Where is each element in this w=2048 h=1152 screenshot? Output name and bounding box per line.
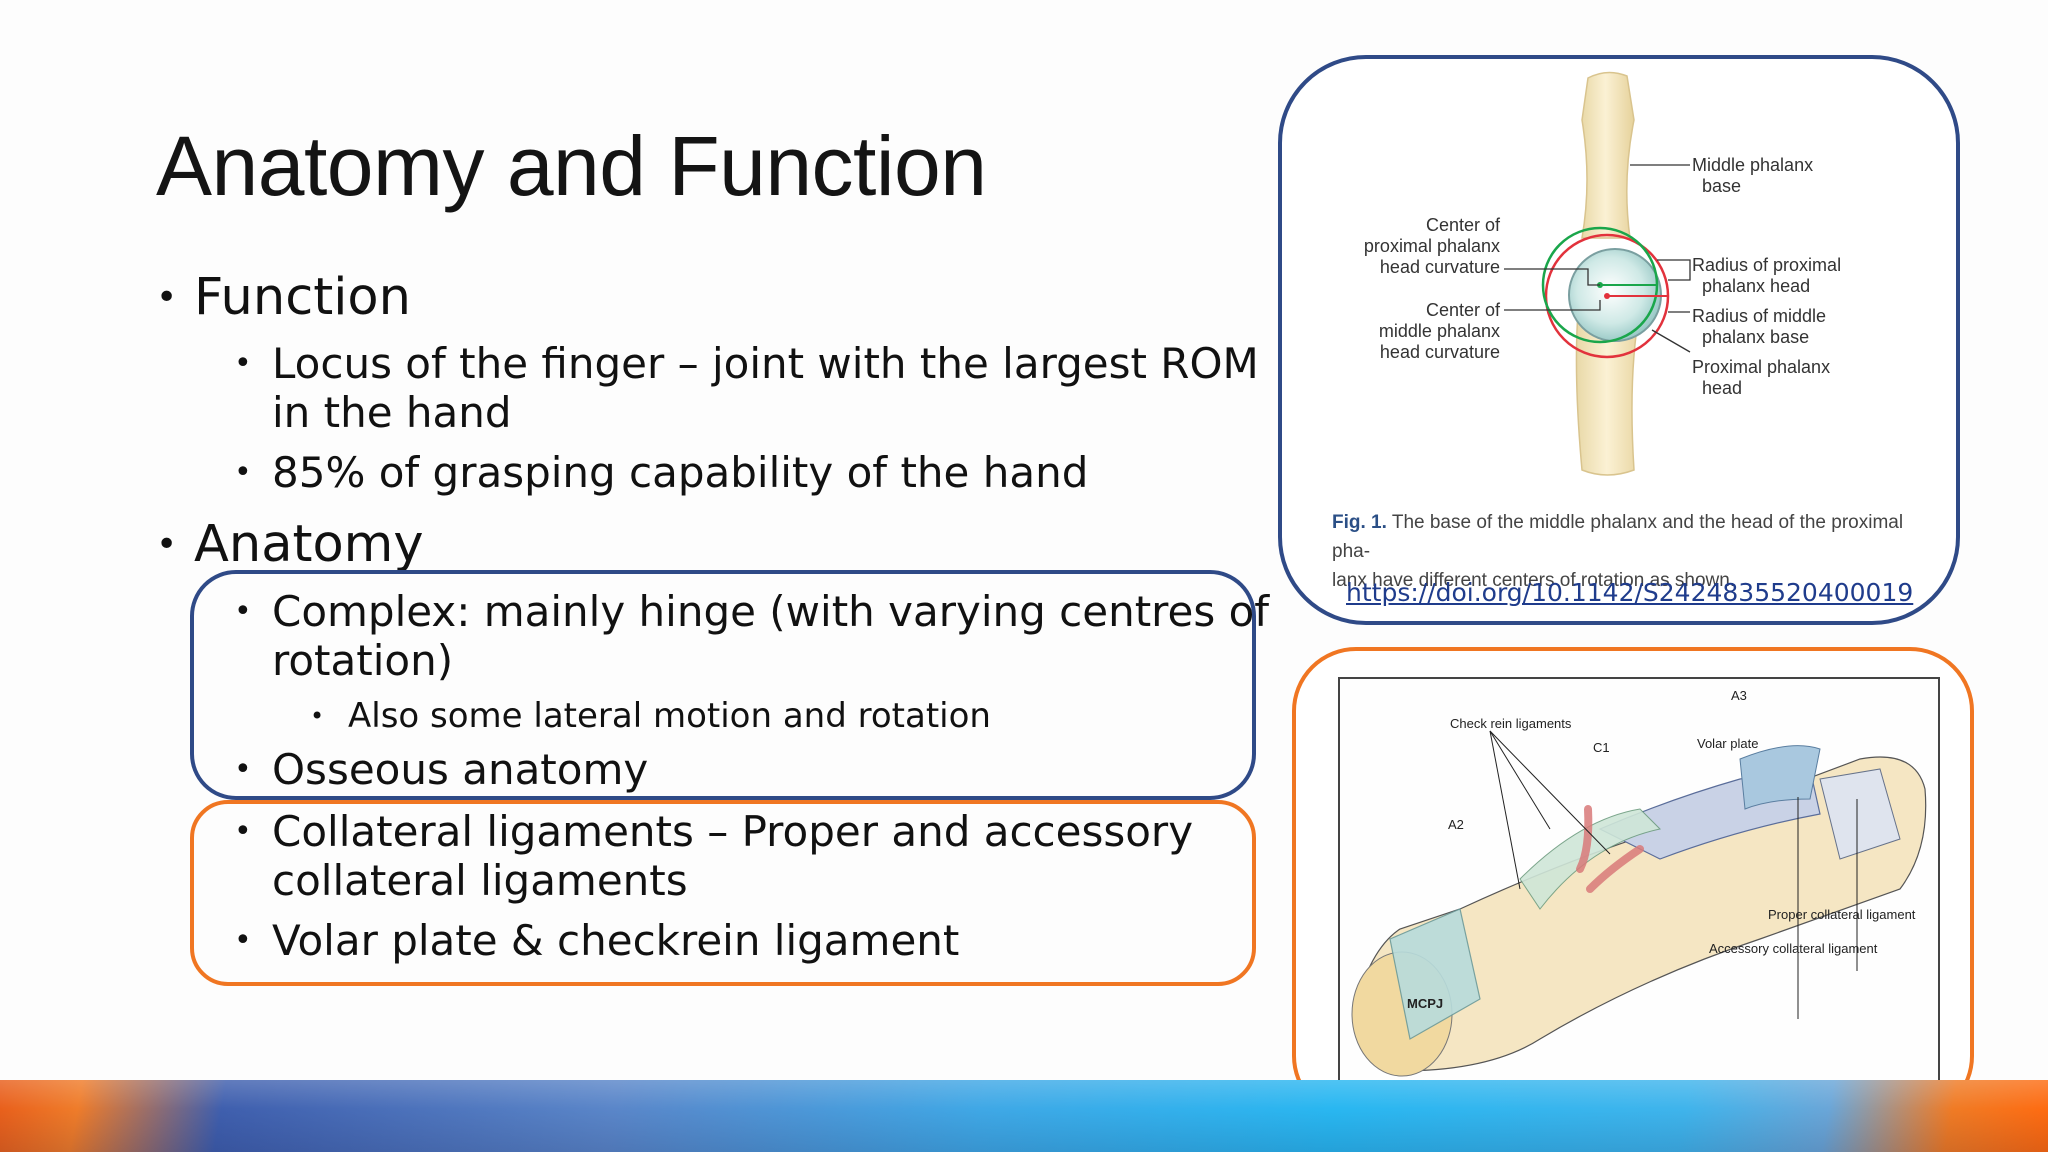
bullet-text: Anatomy [194,515,424,574]
bullet-dot: • [234,923,252,958]
label-proximal-phalanx-head: Proximal phalanx head [1692,357,1831,398]
label-middle-phalanx-base: Middle phalanx base [1692,155,1814,196]
label-a2: A2 [1448,817,1464,832]
a3-pulley [1739,745,1821,810]
label-c1: C1 [1593,740,1610,755]
bullet-text: 85% of grasping capability of the hand [272,448,1089,497]
bullet-text: Volar plate & checkrein ligament [272,916,960,965]
middle-phalanx-bone [1581,71,1635,239]
bottom-decorative-band [0,1080,2048,1152]
label-center-middle: Center of middle phalanx head curvature [1378,300,1500,362]
bullet-text: Osseous anatomy [272,745,649,794]
label-volar-plate: Volar plate [1697,736,1759,751]
bullet-text: Locus of the finger – joint with the lar… [272,339,1259,388]
label-center-proximal: Center of proximal phalanx head curvatur… [1363,215,1500,277]
a2-pulley [1389,908,1481,1040]
bullet-locus-cont: in the hand [272,388,512,437]
bullet-text: Complex: mainly hinge (with varying cent… [272,587,1270,636]
bullet-dot: • [234,346,252,381]
bullet-dot: • [234,752,252,787]
bullet-text: Collateral ligaments – Proper and access… [272,807,1194,856]
label-proper-collateral: Proper collateral ligament [1768,907,1916,922]
collateral-ligaments [1819,768,1901,860]
bottom-band-shade [0,1080,2048,1152]
bullet-text: Also some lateral motion and rotation [348,696,991,736]
figure1-illustration [1504,71,1691,476]
highlight-ring-blue [190,570,1256,800]
bullet-dot: • [310,702,325,730]
label-check-rein: Check rein ligaments [1450,716,1572,731]
bullet-dot: • [156,524,178,565]
label-a3: A3 [1731,688,1747,703]
bullet-dot: • [156,277,178,318]
figure2-illustration [1351,730,1927,1077]
bullet-complex-cont: rotation) [272,636,454,685]
bullet-dot: • [234,594,252,629]
bullet-text: Function [194,268,411,327]
doi-link[interactable]: https://doi.org/10.1142/S242483552040001… [1346,578,1914,607]
bullet-dot: • [234,814,252,849]
slide-title: Anatomy and Function [156,119,987,213]
check-rein-ligaments [1519,808,1662,910]
bullet-dot: • [234,455,252,490]
label-mcpj: MCPJ [1407,996,1444,1011]
label-radius-middle: Radius of middle phalanx base [1692,306,1827,347]
highlight-ring-orange [190,800,1256,986]
proximal-phalanx-shaft [1354,756,1927,1072]
label-radius-proximal: Radius of proximal phalanx head [1692,255,1842,296]
bullet-collateral-cont: collateral ligaments [272,856,688,905]
label-accessory-collateral: Accessory collateral ligament [1709,941,1878,956]
figure1-caption: Fig. 1. The base of the middle phalanx a… [1332,512,1904,591]
